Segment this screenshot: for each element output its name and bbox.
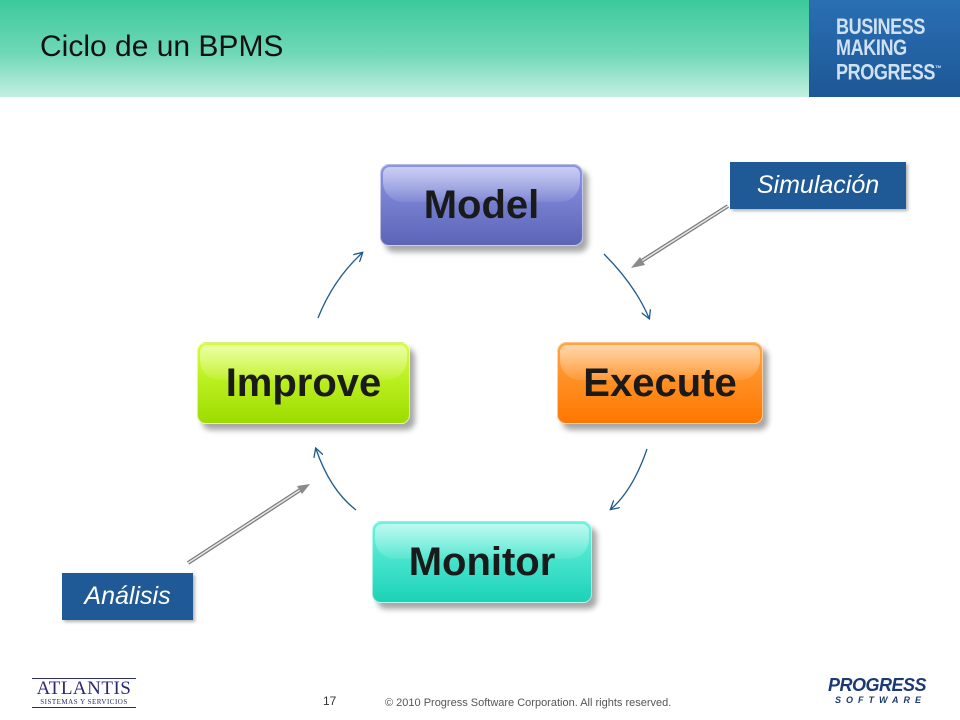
header-bar: Ciclo de un BPMS BUSINESS MAKING PROGRES… [0, 0, 960, 97]
node-model-label: Model [423, 182, 540, 227]
page-number: 17 [323, 694, 337, 708]
callout-simulacion: Simulación [730, 162, 906, 209]
atlantis-rule-top [32, 678, 136, 679]
brand-line-1: BUSINESS [836, 14, 925, 39]
slide-title: Ciclo de un BPMS [40, 30, 284, 63]
node-monitor-label: Monitor [408, 539, 556, 584]
node-model: Model [380, 164, 583, 246]
pointer-simulacion [631, 204, 730, 268]
copyright-notice: © 2010 Progress Software Corporation. Al… [385, 697, 672, 709]
atlantis-name: ATLANTIS [36, 678, 132, 699]
arrow-execute-to-monitor [611, 448, 648, 509]
atlantis-logo: ATLANTIS SISTEMAS Y SERVICIOS [32, 677, 136, 709]
brand-logo: BUSINESS MAKING PROGRESS™ [809, 0, 960, 97]
arrow-monitor-to-improve [316, 449, 357, 511]
node-execute-label: Execute [583, 360, 737, 405]
arrow-improve-to-model [317, 253, 362, 319]
node-monitor: Monitor [372, 521, 592, 603]
progress-logo: PROGRESS SOFTWARE [828, 675, 927, 706]
brand-line-3: PROGRESS™ [836, 58, 942, 85]
progress-logo-sub: SOFTWARE [835, 695, 927, 705]
brand-trademark: ™ [934, 64, 942, 73]
progress-logo-name: PROGRESS [828, 675, 927, 695]
arrow-model-to-execute [603, 253, 649, 318]
callout-analisis: Análisis [62, 573, 193, 620]
node-improve-label: Improve [225, 360, 382, 405]
atlantis-subtitle: SISTEMAS Y SERVICIOS [40, 698, 128, 706]
pointer-analisis [186, 484, 310, 565]
brand-line-2: MAKING [836, 35, 907, 60]
atlantis-rule-bottom [32, 707, 136, 708]
node-improve: Improve [197, 342, 410, 424]
brand-line-3-text: PROGRESS [836, 59, 935, 85]
node-execute: Execute [557, 342, 763, 424]
